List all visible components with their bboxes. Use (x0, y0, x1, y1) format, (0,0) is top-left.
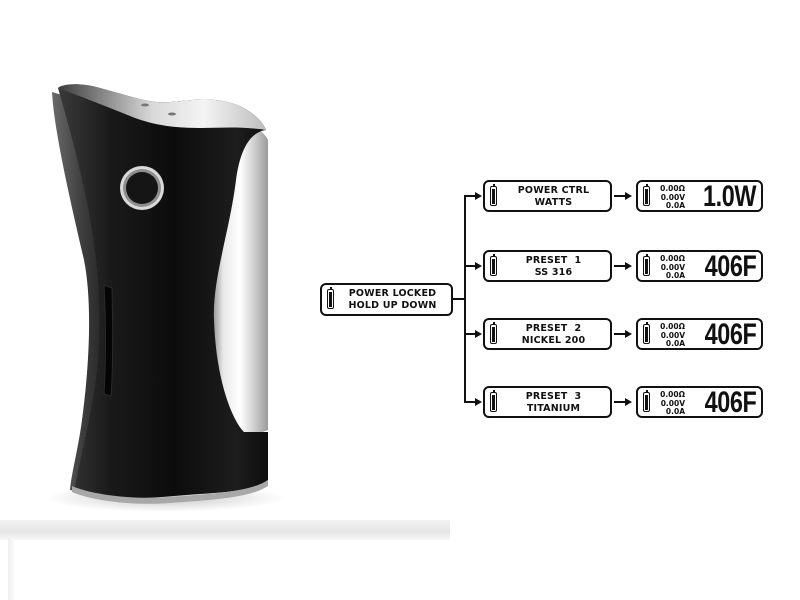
connector-mode-3 (614, 333, 626, 335)
mode-line1: PRESET 1 (525, 255, 582, 266)
root-line1: POWER LOCKED (348, 288, 437, 299)
root-line2: HOLD UP DOWN (348, 299, 437, 311)
floor-shadow (0, 520, 450, 540)
mode-line2: TITANIUM (526, 402, 581, 414)
connector-branch-3 (464, 333, 476, 335)
display-screen-1: 0.00Ω 0.00V 0.0A 1.0W (636, 180, 763, 212)
connector-trunk (464, 196, 466, 403)
display-screen-4: 0.00Ω 0.00V 0.0A 406F (636, 386, 763, 418)
voltage-value: 0.00V (660, 192, 685, 202)
main-value: 406F (704, 318, 756, 351)
screen-label: PRESET 3 TITANIUM (501, 391, 606, 414)
battery-icon (490, 254, 497, 276)
resistance-value: 0.00Ω (660, 322, 685, 331)
connector-branch-4 (464, 401, 476, 403)
current-value: 0.0A (665, 271, 685, 280)
main-value: 1.0W (702, 180, 756, 213)
arrow-right-icon (475, 192, 482, 200)
resistance-value: 0.00Ω (660, 254, 685, 263)
mode-line2: NICKEL 200 (521, 334, 586, 346)
resistance-value: 0.00Ω (660, 184, 685, 193)
mode-screen-power-ctrl: POWER CTRL WATTS (483, 180, 612, 212)
current-value: 0.0A (665, 339, 685, 348)
battery-icon (327, 287, 334, 309)
screen-label: POWER LOCKED HOLD UP DOWN (338, 288, 447, 311)
voltage-value: 0.00V (660, 262, 685, 272)
fire-button-icon (120, 166, 164, 210)
mode-screen-preset-2: PRESET 2 NICKEL 200 (483, 318, 612, 350)
connector-mode-2 (614, 265, 626, 267)
arrow-right-icon (475, 330, 482, 338)
screen-label: POWER CTRL WATTS (501, 185, 606, 208)
main-value: 406F (704, 386, 756, 419)
mode-line2: WATTS (534, 196, 573, 208)
mode-line1: PRESET 2 (525, 323, 582, 334)
resistance-value: 0.00Ω (660, 390, 685, 399)
voltage-value: 0.00V (660, 398, 685, 408)
connector-mode-4 (614, 401, 626, 403)
mode-line1: PRESET 3 (525, 391, 582, 402)
connector-mode-1 (614, 195, 626, 197)
display-stats: 0.00Ω 0.00V 0.0A (655, 390, 685, 417)
mode-line2: SS 316 (534, 266, 573, 278)
arrow-right-icon (475, 398, 482, 406)
current-value: 0.0A (665, 407, 685, 416)
mode-screen-preset-3: PRESET 3 TITANIUM (483, 386, 612, 418)
floor-edge (8, 538, 14, 600)
display-stats: 0.00Ω 0.00V 0.0A (655, 254, 685, 281)
arrow-right-icon (625, 330, 632, 338)
battery-icon (643, 254, 650, 276)
battery-icon (643, 322, 650, 344)
root-screen-power-locked: POWER LOCKED HOLD UP DOWN (320, 283, 453, 316)
display-screen-3: 0.00Ω 0.00V 0.0A 406F (636, 318, 763, 350)
screen-label: PRESET 1 SS 316 (501, 255, 606, 278)
vape-mod-device (45, 84, 285, 512)
connector-branch-1 (464, 195, 476, 197)
arrow-right-icon (475, 262, 482, 270)
main-value: 406F (704, 250, 756, 283)
connector-root (453, 298, 465, 300)
mode-screen-preset-1: PRESET 1 SS 316 (483, 250, 612, 282)
current-value: 0.0A (665, 201, 685, 210)
voltage-value: 0.00V (660, 330, 685, 340)
battery-icon (490, 390, 497, 412)
connector-branch-2 (464, 265, 476, 267)
arrow-right-icon (625, 192, 632, 200)
battery-icon (490, 184, 497, 206)
screen-label: PRESET 2 NICKEL 200 (501, 323, 606, 346)
arrow-right-icon (625, 398, 632, 406)
display-stats: 0.00Ω 0.00V 0.0A (655, 322, 685, 349)
battery-icon (643, 390, 650, 412)
battery-icon (490, 322, 497, 344)
battery-icon (643, 184, 650, 206)
arrow-right-icon (625, 262, 632, 270)
display-stats: 0.00Ω 0.00V 0.0A (655, 184, 685, 211)
display-screen-2: 0.00Ω 0.00V 0.0A 406F (636, 250, 763, 282)
mode-line1: POWER CTRL (517, 185, 590, 196)
